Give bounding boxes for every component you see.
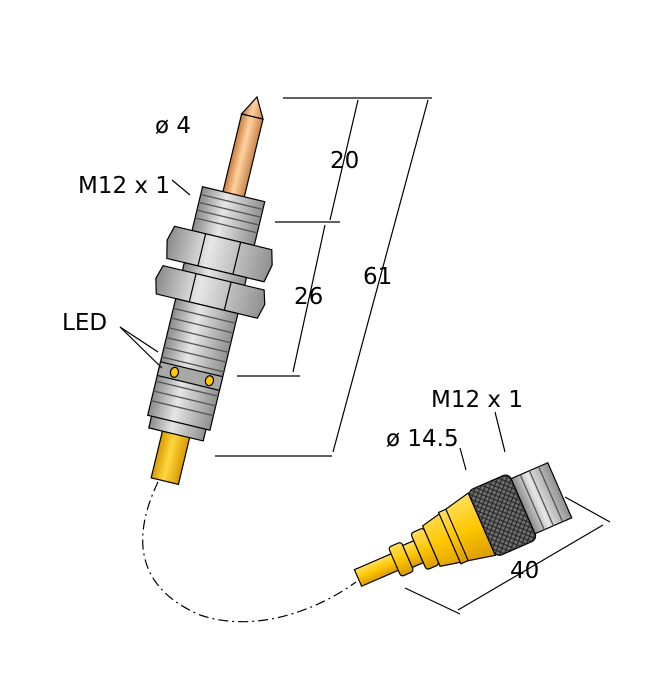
connector-diameter-label: ø 14.5 [386,426,459,452]
dim-pin-length: 20 [330,148,359,174]
dimension-lines [119,97,611,615]
connector-length-label: 40 [510,558,539,584]
led-icon [204,375,215,387]
connector-thread-label: M12 x 1 [431,387,523,413]
sensor-body-icon [146,95,273,486]
pin-diameter-label: ø 4 [155,113,191,139]
connector-icon [353,461,573,588]
dim-thread-length: 26 [294,284,323,310]
dim-total-length: 61 [363,264,392,290]
led-icon [169,366,180,378]
led-label: LED [62,310,107,336]
sensor-thread-label: M12 x 1 [78,173,170,199]
cable-dashed-icon [142,481,357,623]
